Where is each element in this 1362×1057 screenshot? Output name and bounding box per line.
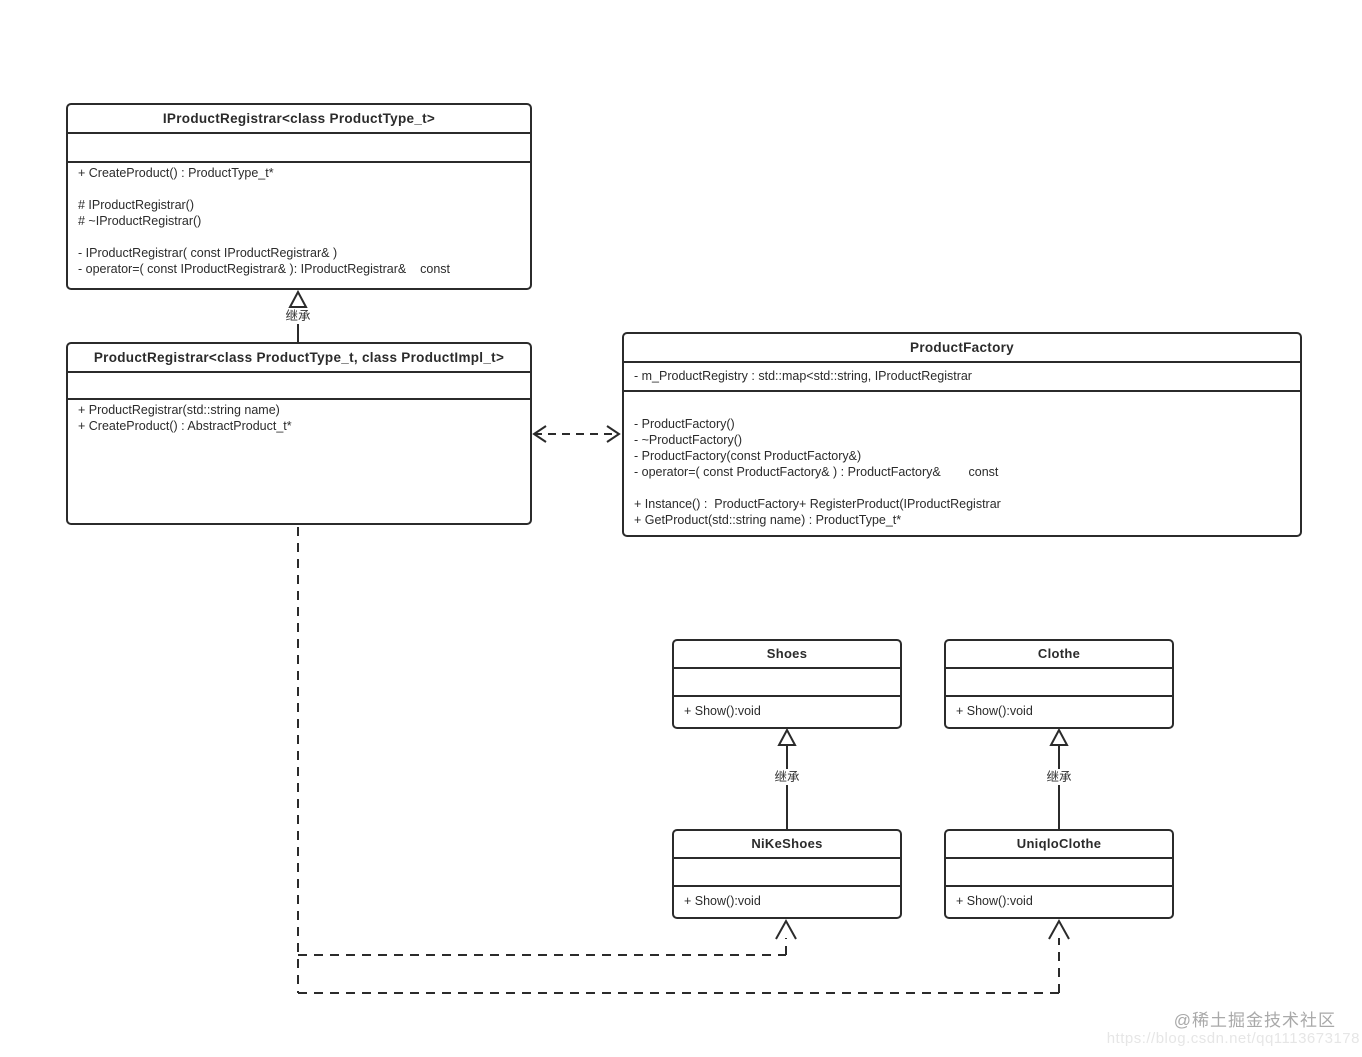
class-title: ProductFactory	[624, 334, 1300, 363]
inheritance-arrow-uniqloclothe	[1049, 727, 1069, 829]
class-attributes	[674, 859, 900, 887]
method-line: + Show():void	[684, 704, 761, 718]
method-line: + ProductRegistrar(std::string name)	[78, 403, 280, 417]
class-methods: + ProductRegistrar(std::string name) + C…	[68, 400, 530, 523]
method-line: + Show():void	[684, 894, 761, 908]
class-box-iproductregistrar: IProductRegistrar<class ProductType_t> +…	[66, 103, 532, 290]
class-methods: + Show():void	[946, 697, 1172, 727]
method-line: + CreateProduct() : ProductType_t*	[78, 166, 274, 180]
method-line	[634, 400, 1290, 416]
class-box-uniqloclothe: UniqloClothe + Show():void	[944, 829, 1174, 919]
method-line	[78, 181, 520, 197]
class-attributes	[946, 669, 1172, 697]
dependency-line-productregistrar	[297, 527, 1060, 994]
class-box-shoes: Shoes + Show():void	[672, 639, 902, 729]
class-attributes	[68, 373, 530, 400]
class-methods: + Show():void	[674, 887, 900, 917]
class-title: ProductRegistrar<class ProductType_t, cl…	[68, 344, 530, 373]
class-methods: + Show():void	[946, 887, 1172, 917]
method-line: + CreateProduct() : AbstractProduct_t*	[78, 419, 292, 433]
class-attributes: - m_ProductRegistry : std::map<std::stri…	[624, 363, 1300, 392]
class-title: IProductRegistrar<class ProductType_t>	[68, 105, 530, 134]
class-box-productregistrar: ProductRegistrar<class ProductType_t, cl…	[66, 342, 532, 525]
class-title: UniqloClothe	[946, 831, 1172, 859]
class-title: Clothe	[946, 641, 1172, 669]
method-line: - operator=( const ProductFactory& ) : P…	[634, 465, 999, 479]
method-line: - ProductFactory()	[634, 417, 735, 431]
class-attributes	[946, 859, 1172, 887]
method-line: - ProductFactory(const ProductFactory&)	[634, 449, 862, 463]
watermark-url: https://blog.csdn.net/qq1113673178	[1106, 1030, 1360, 1047]
method-line: # ~IProductRegistrar()	[78, 214, 202, 228]
method-line: + Show():void	[956, 894, 1033, 908]
class-box-clothe: Clothe + Show():void	[944, 639, 1174, 729]
class-box-productfactory: ProductFactory - m_ProductRegistry : std…	[622, 332, 1302, 537]
method-line	[634, 480, 1290, 496]
method-line: # IProductRegistrar()	[78, 198, 195, 212]
class-methods: + Show():void	[674, 697, 900, 727]
class-box-nikeshoes: NiKeShoes + Show():void	[672, 829, 902, 919]
class-title: Shoes	[674, 641, 900, 669]
class-title: NiKeShoes	[674, 831, 900, 859]
method-line: + Instance() : ProductFactory+ RegisterP…	[634, 497, 1001, 511]
inheritance-arrow-nikeshoes	[777, 727, 797, 829]
watermark-community: @稀土掘金技术社区	[1173, 1011, 1336, 1030]
class-methods: - ProductFactory() - ~ProductFactory() -…	[624, 392, 1300, 535]
class-attributes	[68, 134, 530, 163]
method-line: + Show():void	[956, 704, 1033, 718]
method-line: - IProductRegistrar( const IProductRegis…	[78, 246, 338, 260]
method-line	[78, 229, 520, 245]
method-line: - ~ProductFactory()	[634, 433, 743, 447]
inheritance-label: 继承	[765, 769, 809, 785]
dependency-arrow-bidirectional	[532, 425, 621, 443]
method-line: - operator=( const IProductRegistrar& ):…	[78, 262, 451, 276]
method-line: + GetProduct(std::string name) : Product…	[634, 513, 902, 527]
inheritance-label: 继承	[276, 308, 320, 324]
dependency-arrowhead-uniqloclothe	[1048, 918, 1070, 940]
class-methods: + CreateProduct() : ProductType_t* # IPr…	[68, 163, 530, 288]
dependency-arrowhead-nikeshoes	[775, 918, 797, 940]
class-attributes	[674, 669, 900, 697]
inheritance-label: 继承	[1037, 769, 1081, 785]
